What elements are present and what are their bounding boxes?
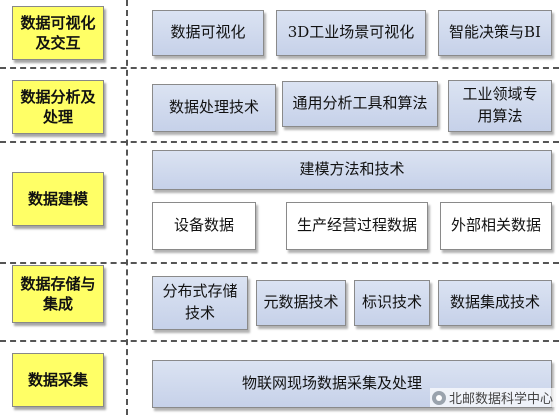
row-divider: [0, 67, 559, 69]
box-decision-bi: 智能决策与BI: [438, 10, 552, 56]
box-data-visualization: 数据可视化: [152, 10, 264, 56]
box-iot-data-collection: 物联网现场数据采集及处理: [152, 360, 552, 408]
row-divider: [0, 141, 559, 143]
layer-label-modeling: 数据建模: [12, 172, 104, 226]
watermark-text: 北邮数据科学中心: [448, 392, 553, 407]
box-general-analysis-tools: 通用分析工具和算法: [282, 81, 438, 127]
layer-label-line: 及交互: [35, 34, 81, 52]
box-text-line: 用算法: [477, 107, 523, 125]
box-modeling-methods: 建模方法和技术: [152, 150, 552, 190]
layer-label-line: 数据可视化: [20, 13, 96, 32]
box-metadata-tech: 元数据技术: [256, 280, 346, 326]
box-data-processing: 数据处理技术: [152, 84, 276, 132]
box-text-line: 工业领域专: [462, 85, 538, 104]
layer-label-line: 数据建模: [27, 189, 88, 208]
layer-label-line: 数据存储与: [20, 274, 96, 293]
box-data-integration: 数据集成技术: [438, 280, 552, 326]
layer-label-line: 集成: [42, 295, 73, 313]
layer-label-analysis: 数据分析及处理: [12, 80, 104, 134]
box-industry-algorithms: 工业领域专用算法: [448, 80, 552, 132]
box-production-process-data: 生产经营过程数据: [286, 202, 428, 250]
box-text-line: 分布式存储: [162, 282, 238, 301]
layer-label-line: 数据分析及: [20, 87, 96, 106]
box-equipment-data: 设备数据: [152, 202, 256, 250]
layer-label-collection: 数据采集: [12, 353, 104, 407]
layer-label-visualization: 数据可视化及交互: [12, 6, 104, 60]
layer-label-line: 数据采集: [27, 370, 88, 389]
box-distributed-storage: 分布式存储技术: [152, 276, 248, 330]
row-divider: [0, 262, 559, 264]
box-3d-industrial-visualization: 3D工业场景可视化: [276, 10, 426, 56]
box-text-line: 物联网现场数据采集及处理: [241, 374, 422, 393]
layer-label-storage: 数据存储与集成: [12, 265, 104, 323]
watermark: 北邮数据科学中心: [429, 388, 555, 407]
layer-label-line: 处理: [42, 108, 73, 126]
vertical-divider: [126, 0, 128, 415]
box-identification-tech: 标识技术: [354, 280, 430, 326]
row-divider: [0, 340, 559, 342]
wechat-icon: [431, 390, 446, 405]
box-text-line: 技术: [184, 304, 215, 322]
box-external-data: 外部相关数据: [440, 202, 552, 250]
